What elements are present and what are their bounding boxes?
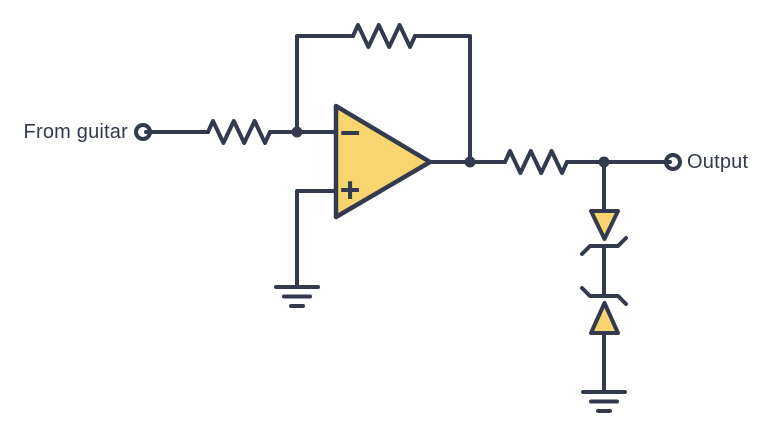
inverting-input-node [291, 126, 303, 138]
zener-cathode-bar [580, 236, 628, 256]
output-label: Output [687, 151, 748, 173]
resistor-zigzag [351, 23, 417, 49]
clipping-diode-bottom [580, 286, 628, 335]
input-resistor [206, 119, 272, 145]
wires [144, 34, 672, 394]
clipper-node [598, 156, 610, 168]
wire-feedback-left [295, 34, 355, 134]
diode-triangle-up [589, 301, 620, 335]
output-resistor [503, 149, 569, 175]
opamp-triangle [333, 103, 433, 220]
output-node [464, 156, 476, 168]
non-inverting-ground [274, 285, 320, 308]
wire-non-inverting-to-ground [295, 189, 338, 289]
zener-cathode-bar [580, 286, 628, 306]
resistor-zigzag [503, 149, 569, 175]
input-label: From guitar [24, 121, 129, 143]
diode-triangle-down [589, 209, 620, 241]
opamp: − + [333, 103, 433, 220]
wire-feedback-right [413, 34, 472, 164]
opamp-non-inverting-input-symbol: + [339, 175, 362, 206]
resistor-zigzag [206, 119, 272, 145]
feedback-resistor [351, 23, 417, 49]
opamp-inverting-input-symbol: − [339, 118, 362, 149]
clipping-diode-top [580, 209, 628, 256]
clipper-ground [581, 390, 627, 413]
